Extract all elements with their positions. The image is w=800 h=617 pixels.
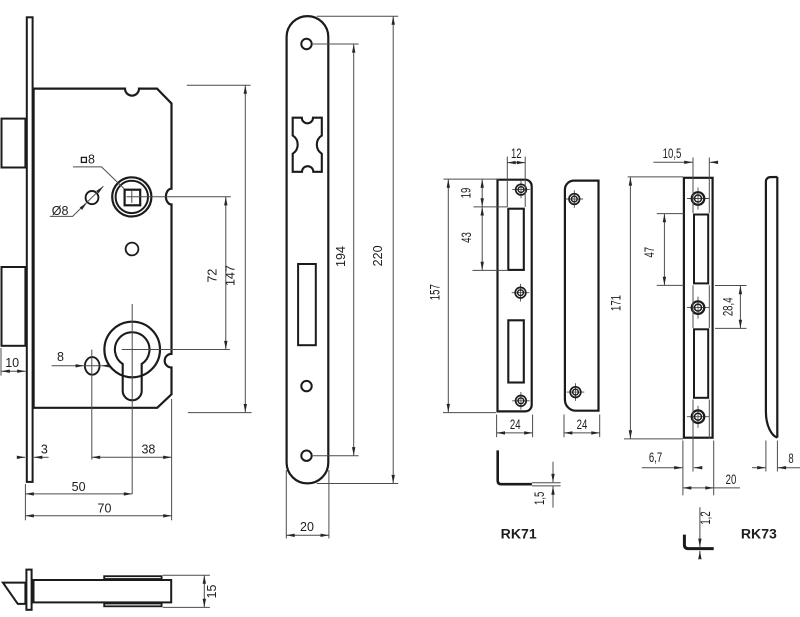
svg-text:147: 147 xyxy=(224,265,238,286)
svg-text:72: 72 xyxy=(205,269,219,283)
svg-text:194: 194 xyxy=(334,246,348,267)
svg-text:3: 3 xyxy=(41,442,48,456)
svg-text:43: 43 xyxy=(459,232,474,243)
svg-text:171: 171 xyxy=(609,295,624,311)
svg-text:12: 12 xyxy=(511,146,522,161)
svg-text:50: 50 xyxy=(72,480,86,494)
svg-text:8: 8 xyxy=(788,451,794,466)
svg-text:20: 20 xyxy=(300,520,314,534)
svg-text:38: 38 xyxy=(141,442,155,456)
svg-text:RK71: RK71 xyxy=(501,526,538,541)
svg-text:RK73: RK73 xyxy=(741,526,778,541)
svg-text:70: 70 xyxy=(98,502,112,516)
svg-text:8: 8 xyxy=(88,153,95,167)
svg-text:24: 24 xyxy=(510,417,521,432)
svg-text:47: 47 xyxy=(642,247,657,258)
svg-text:8: 8 xyxy=(57,350,64,364)
svg-text:Ø8: Ø8 xyxy=(52,204,69,218)
svg-text:1,5: 1,5 xyxy=(532,491,547,505)
svg-text:220: 220 xyxy=(371,245,385,266)
svg-text:24: 24 xyxy=(577,417,588,432)
svg-text:6,7: 6,7 xyxy=(649,450,662,465)
svg-text:15: 15 xyxy=(205,585,219,599)
svg-text:1,2: 1,2 xyxy=(698,511,713,524)
svg-text:20: 20 xyxy=(726,472,737,487)
svg-text:19: 19 xyxy=(458,187,473,198)
svg-text:157: 157 xyxy=(427,284,442,300)
svg-text:10,5: 10,5 xyxy=(663,146,682,161)
svg-text:28,4: 28,4 xyxy=(721,297,736,316)
svg-text:10: 10 xyxy=(5,356,19,370)
